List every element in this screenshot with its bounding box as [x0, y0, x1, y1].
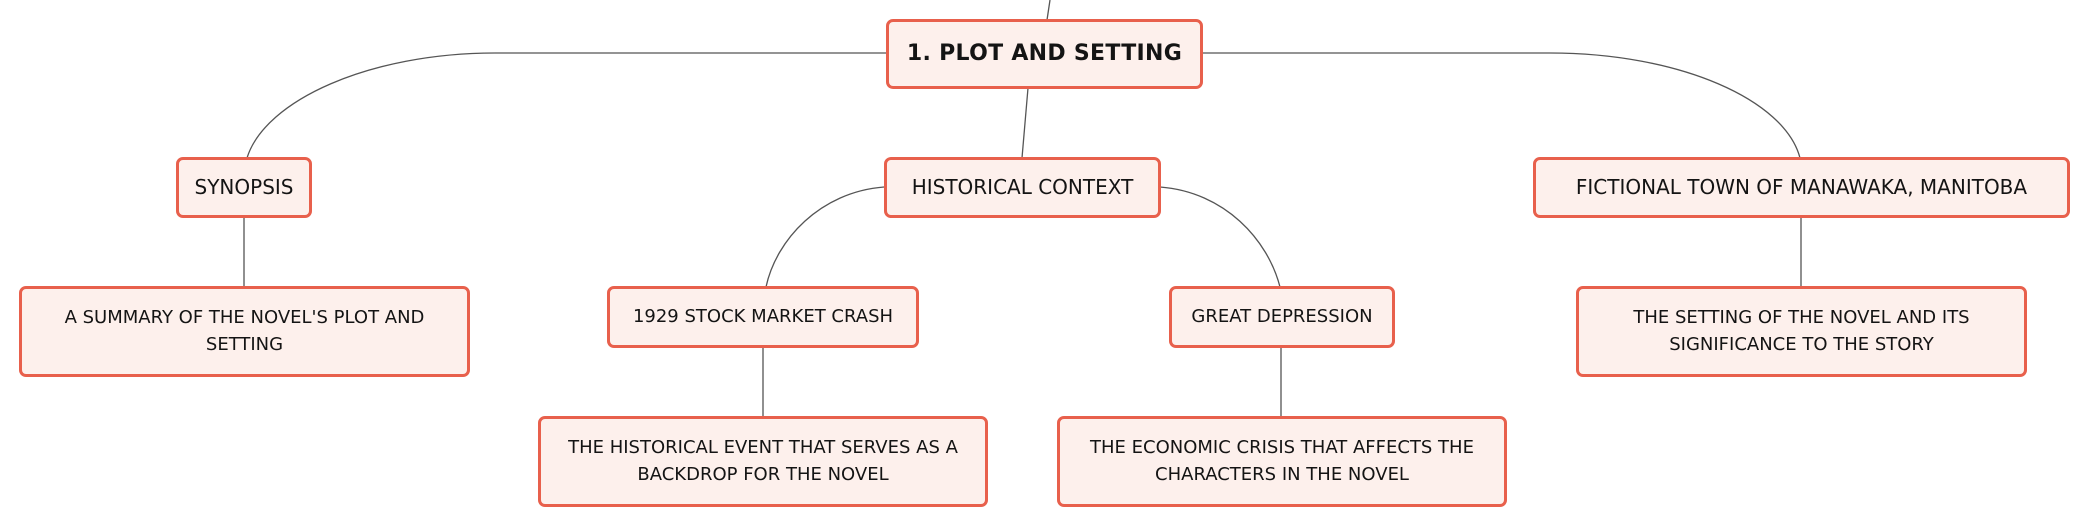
- connector-root-to-synopsis: [246, 52, 886, 159]
- synopsis-detail-node[interactable]: A SUMMARY OF THE NOVEL'S PLOT AND SETTIN…: [19, 286, 470, 377]
- stock-market-crash-label: 1929 STOCK MARKET CRASH: [632, 305, 894, 327]
- connector-historical-to-depression: [1159, 186, 1281, 288]
- great-depression-label: GREAT DEPRESSION: [1191, 305, 1373, 327]
- manawaka-detail-node[interactable]: THE SETTING OF THE NOVEL AND ITS SIGNIFI…: [1576, 286, 2027, 377]
- connector-parent-to-root: [1046, 0, 1051, 21]
- manawaka-node-label: FICTIONAL TOWN OF MANAWAKA, MANITOBA: [1575, 175, 2028, 199]
- manawaka-detail-label: THE SETTING OF THE NOVEL AND ITS SIGNIFI…: [1633, 307, 1970, 355]
- stock-market-crash-node[interactable]: 1929 STOCK MARKET CRASH: [607, 286, 919, 348]
- great-depression-node[interactable]: GREAT DEPRESSION: [1169, 286, 1395, 348]
- connector-root-to-manawaka: [1202, 52, 1801, 159]
- stock-market-crash-detail-node[interactable]: THE HISTORICAL EVENT THAT SERVES AS A BA…: [538, 416, 988, 507]
- great-depression-detail-label: THE ECONOMIC CRISIS THAT AFFECTS THE CHA…: [1090, 437, 1474, 485]
- synopsis-detail-label: A SUMMARY OF THE NOVEL'S PLOT AND SETTIN…: [64, 307, 425, 355]
- connector-root-to-historical-context: [1021, 87, 1029, 159]
- root-node-label: 1. PLOT AND SETTING: [906, 41, 1183, 67]
- historical-context-node-label: HISTORICAL CONTEXT: [911, 175, 1134, 199]
- stock-market-crash-detail-label: THE HISTORICAL EVENT THAT SERVES AS A BA…: [568, 437, 958, 485]
- manawaka-node[interactable]: FICTIONAL TOWN OF MANAWAKA, MANITOBA: [1533, 157, 2070, 218]
- synopsis-node[interactable]: SYNOPSIS: [176, 157, 312, 218]
- root-node[interactable]: 1. PLOT AND SETTING: [886, 19, 1203, 89]
- historical-context-node[interactable]: HISTORICAL CONTEXT: [884, 157, 1161, 218]
- great-depression-detail-node[interactable]: THE ECONOMIC CRISIS THAT AFFECTS THE CHA…: [1057, 416, 1507, 507]
- connector-historical-to-crash: [765, 186, 885, 288]
- synopsis-node-label: SYNOPSIS: [194, 175, 294, 199]
